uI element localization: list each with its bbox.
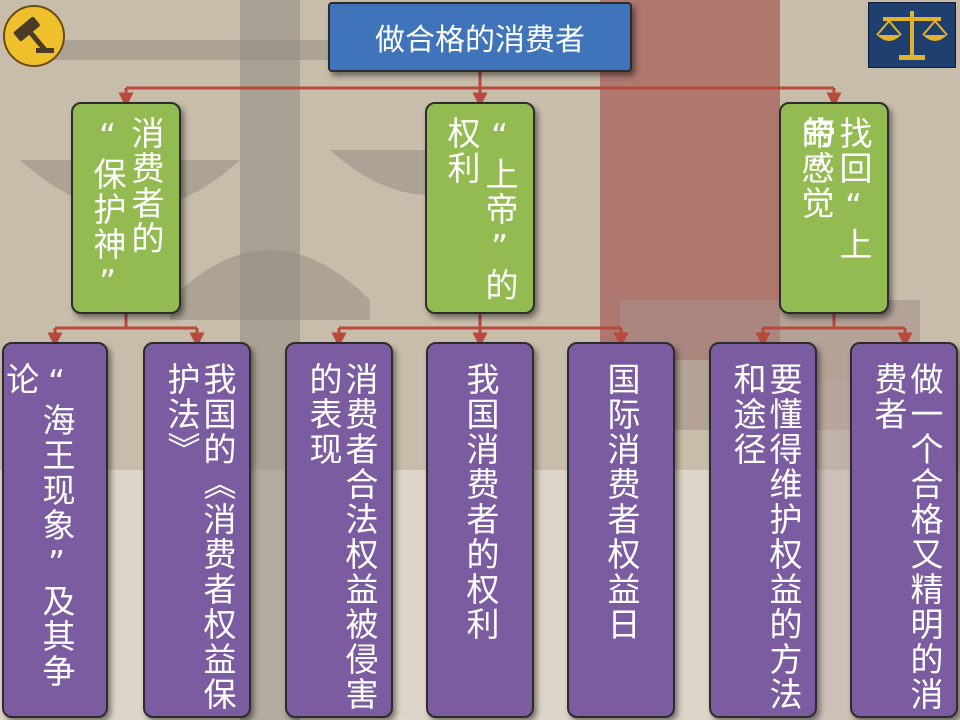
leaf-label-line: 和途径 <box>728 362 767 467</box>
leaf-node-protection-law: 我国的《消费者权益保 护法》 <box>143 342 251 718</box>
branch-label-line: 消费者的 <box>126 116 165 256</box>
branch-label-line: 找回“上帝” <box>797 116 873 262</box>
branch-node-god-feeling: 找回“上帝” 的感觉 <box>779 102 889 314</box>
leaf-label-line: 要懂得维护权益的方法 <box>764 362 803 712</box>
leaf-label-line: 护法》 <box>162 362 201 467</box>
leaf-label-line: 我国的《消费者权益保 <box>198 362 237 712</box>
leaf-label-line: 做一个合格又精明的消 <box>905 362 944 712</box>
branch-label-line: 权利 <box>442 116 481 186</box>
leaf-node-methods: 要懂得维护权益的方法 和途径 <box>709 342 817 718</box>
leaf-node-consumer-rights: 我国消费者的权利 <box>426 342 534 718</box>
branch-label-line: “保护神” <box>88 116 127 303</box>
leaf-node-infringement: 消费者合法权益被侵害 的表现 <box>285 342 393 718</box>
root-node: 做合格的消费者 <box>328 2 632 72</box>
leaf-label-line: 的表现 <box>304 362 343 467</box>
branch-node-god-rights: “上帝”的 权利 <box>425 102 535 314</box>
leaf-label-line: 消费者合法权益被侵害 <box>340 362 379 712</box>
leaf-label-line: 费者 <box>869 362 908 432</box>
leaf-label-line: “海王现象”及其争论 <box>2 362 76 689</box>
leaf-label-line: 我国消费者的权利 <box>461 362 500 642</box>
scales-icon <box>868 2 956 68</box>
branch-node-consumer-protector: 消费者的 “保护神” <box>71 102 181 314</box>
leaf-node-rights-day: 国际消费者权益日 <box>567 342 675 718</box>
branch-label-line: 的感觉 <box>796 116 835 221</box>
leaf-label-line: 国际消费者权益日 <box>602 362 641 642</box>
root-label: 做合格的消费者 <box>375 23 585 58</box>
gavel-icon <box>2 4 66 68</box>
leaf-node-smart-consumer: 做一个合格又精明的消 费者 <box>850 342 958 718</box>
branch-label-line: “上帝”的 <box>480 116 519 303</box>
leaf-node-haiwang-phenomenon: “海王现象”及其争论 <box>2 342 108 718</box>
